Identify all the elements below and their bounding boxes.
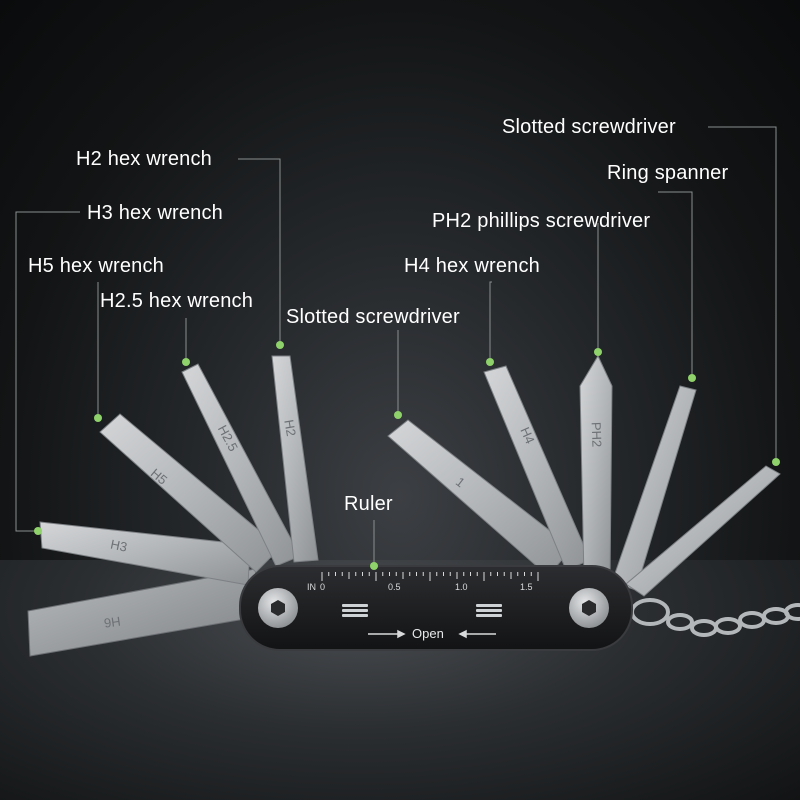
callout-dot [34, 527, 42, 535]
ruler-zero: 0 [320, 582, 325, 592]
label-h2-hex-wrench: H2 hex wrench [76, 148, 212, 170]
blade-h2: H2 [271, 355, 319, 563]
hex-socket-icon [582, 600, 596, 616]
key-chain [630, 598, 800, 637]
label-ring-spanner: Ring spanner [607, 162, 729, 184]
callout-dot [772, 458, 780, 466]
callout-dot [370, 562, 378, 570]
callout-dot [276, 341, 284, 349]
callout-dot [594, 348, 602, 356]
label-h3-hex-wrench: H3 hex wrench [87, 202, 223, 224]
engrave-h2: H2 [281, 418, 299, 437]
engrave-h3: H3 [109, 537, 128, 555]
engrave-h4: H4 [517, 425, 537, 446]
callout-dot [688, 374, 696, 382]
engrave-h6: H6 [103, 614, 122, 631]
ruler-one-half: 1.5 [520, 582, 533, 592]
callout-dot [94, 414, 102, 422]
blade-ph2: PH2 [579, 354, 613, 581]
label-h4-hex-wrench: H4 hex wrench [404, 255, 540, 277]
callout-dot [394, 411, 402, 419]
callout-dot [182, 358, 190, 366]
leader-lines [15, 126, 777, 566]
label-ph2-phillips-screwdriver: PH2 phillips screwdriver [432, 210, 651, 232]
label-slotted-screwdriver-top: Slotted screwdriver [502, 116, 676, 138]
ruler-unit: IN [307, 582, 316, 592]
ruler-half: 0.5 [388, 582, 401, 592]
engrave-ph2: PH2 [589, 422, 605, 448]
open-arrows [368, 629, 496, 639]
ruler-one: 1.0 [455, 582, 468, 592]
blade-h25: H2.5 [181, 363, 301, 567]
hex-socket-icon [271, 600, 285, 616]
grip-left [342, 604, 368, 617]
label-h5-hex-wrench: H5 hex wrench [28, 255, 164, 277]
blade-slotted-wide: 1 [387, 419, 573, 577]
grip-right [476, 604, 502, 617]
label-slotted-screwdriver-mid: Slotted screwdriver [286, 306, 460, 328]
open-label: Open [412, 626, 444, 641]
handle-body [239, 565, 633, 651]
blade-slotted-thin [625, 465, 781, 597]
callout-dot [486, 358, 494, 366]
label-ruler: Ruler [344, 493, 393, 515]
ruler-scale [321, 572, 539, 581]
label-h25-hex-wrench: H2.5 hex wrench [100, 290, 254, 312]
